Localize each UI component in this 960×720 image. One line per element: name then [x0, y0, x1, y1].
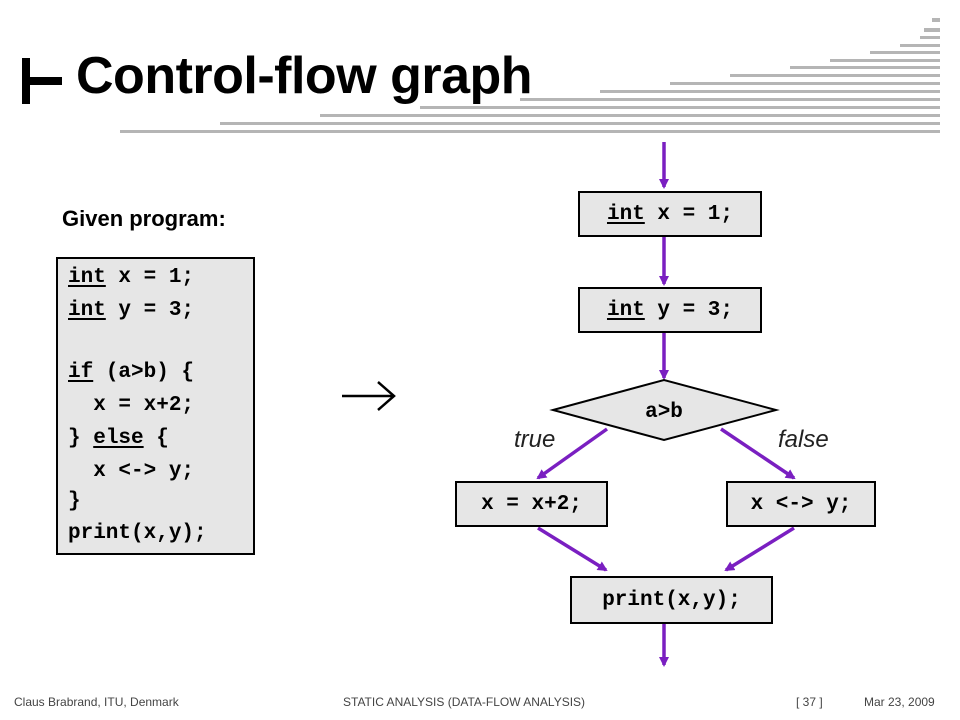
footer-page-number: [ 37 ]	[796, 695, 823, 709]
true-label: true	[514, 426, 556, 453]
condition-diamond	[549, 378, 780, 442]
code-line: } else {	[68, 427, 169, 450]
slide-title: Control-flow graph	[76, 47, 533, 105]
code-line: print(x,y);	[68, 522, 207, 545]
node-true-branch: x = x+2;	[455, 481, 608, 527]
footer-author: Claus Brabrand, ITU, Denmark	[14, 695, 179, 709]
code-line: int x = 1;	[68, 266, 195, 289]
code-line: }	[68, 490, 81, 513]
condition-text: a>b	[645, 401, 683, 424]
transform-arrow-icon	[342, 381, 396, 411]
footer-topic: STATIC ANALYSIS (DATA-FLOW ANALYSIS)	[343, 695, 586, 709]
edge-true-to-join	[537, 526, 608, 572]
edge-true	[536, 427, 609, 480]
code-line: if (a>b) {	[68, 361, 195, 384]
node-false-branch: x <-> y;	[726, 481, 876, 527]
program-code-box: int x = 1; int y = 3; if (a>b) { x = x+2…	[56, 257, 255, 555]
decorative-stripes	[120, 18, 940, 136]
node-int-y: int y = 3;	[578, 287, 762, 333]
false-label: false	[778, 426, 829, 453]
edge-false-to-join	[724, 526, 795, 572]
given-program-label: Given program:	[62, 206, 226, 231]
title-bullet-icon	[22, 58, 64, 104]
code-line: x <-> y;	[68, 460, 195, 483]
footer-date: Mar 23, 2009	[864, 695, 935, 709]
code-line: x = x+2;	[68, 394, 195, 417]
node-join-print: print(x,y);	[570, 576, 773, 624]
edge-false	[720, 427, 796, 480]
code-line: int y = 3;	[68, 299, 195, 322]
node-int-x: int x = 1;	[578, 191, 762, 237]
